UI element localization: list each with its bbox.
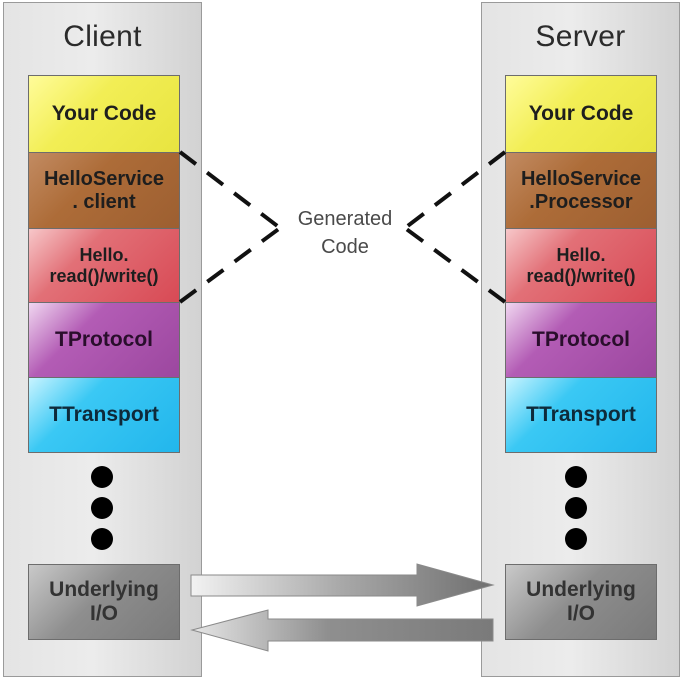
generated-code-label: Generated Code: [281, 205, 409, 261]
arrow-right-icon: [190, 563, 495, 607]
layer-label: TProtocol: [532, 327, 630, 351]
server-title: Server: [535, 20, 626, 53]
layer-label: Hello. read()/write(): [49, 244, 159, 286]
layer-label: Your Code: [51, 101, 157, 125]
server-io-layer: Underlying I/O: [505, 564, 657, 640]
layer-label: TProtocol: [55, 327, 153, 351]
server-protocol-layer: TProtocol: [505, 302, 657, 378]
layer-label: TTransport: [526, 402, 636, 426]
layer-label: TTransport: [49, 402, 159, 426]
layer-label: Underlying I/O: [526, 577, 636, 625]
client-your-code-layer: Your Code: [28, 75, 180, 153]
ellipsis-dot-icon: [91, 528, 113, 550]
ellipsis-dot-icon: [565, 466, 587, 488]
client-service-layer: HelloService . client: [28, 152, 180, 229]
server-struct-layer: Hello. read()/write(): [505, 228, 657, 303]
server-transport-layer: TTransport: [505, 377, 657, 453]
ellipsis-dot-icon: [565, 497, 587, 519]
layer-label: HelloService .Processor: [520, 167, 642, 213]
server-service-layer: HelloService .Processor: [505, 152, 657, 229]
client-struct-layer: Hello. read()/write(): [28, 228, 180, 303]
layer-label: HelloService . client: [43, 167, 165, 213]
layer-label: Underlying I/O: [49, 577, 159, 625]
ellipsis-dot-icon: [565, 528, 587, 550]
client-transport-layer: TTransport: [28, 377, 180, 453]
client-title: Client: [63, 20, 142, 53]
layer-label: Your Code: [528, 101, 634, 125]
client-protocol-layer: TProtocol: [28, 302, 180, 378]
ellipsis-dot-icon: [91, 497, 113, 519]
arrow-left-icon: [190, 609, 494, 652]
generated-code-text: Generated Code: [297, 208, 393, 258]
layer-label: Hello. read()/write(): [526, 244, 636, 286]
ellipsis-dot-icon: [91, 466, 113, 488]
client-io-layer: Underlying I/O: [28, 564, 180, 640]
server-your-code-layer: Your Code: [505, 75, 657, 153]
